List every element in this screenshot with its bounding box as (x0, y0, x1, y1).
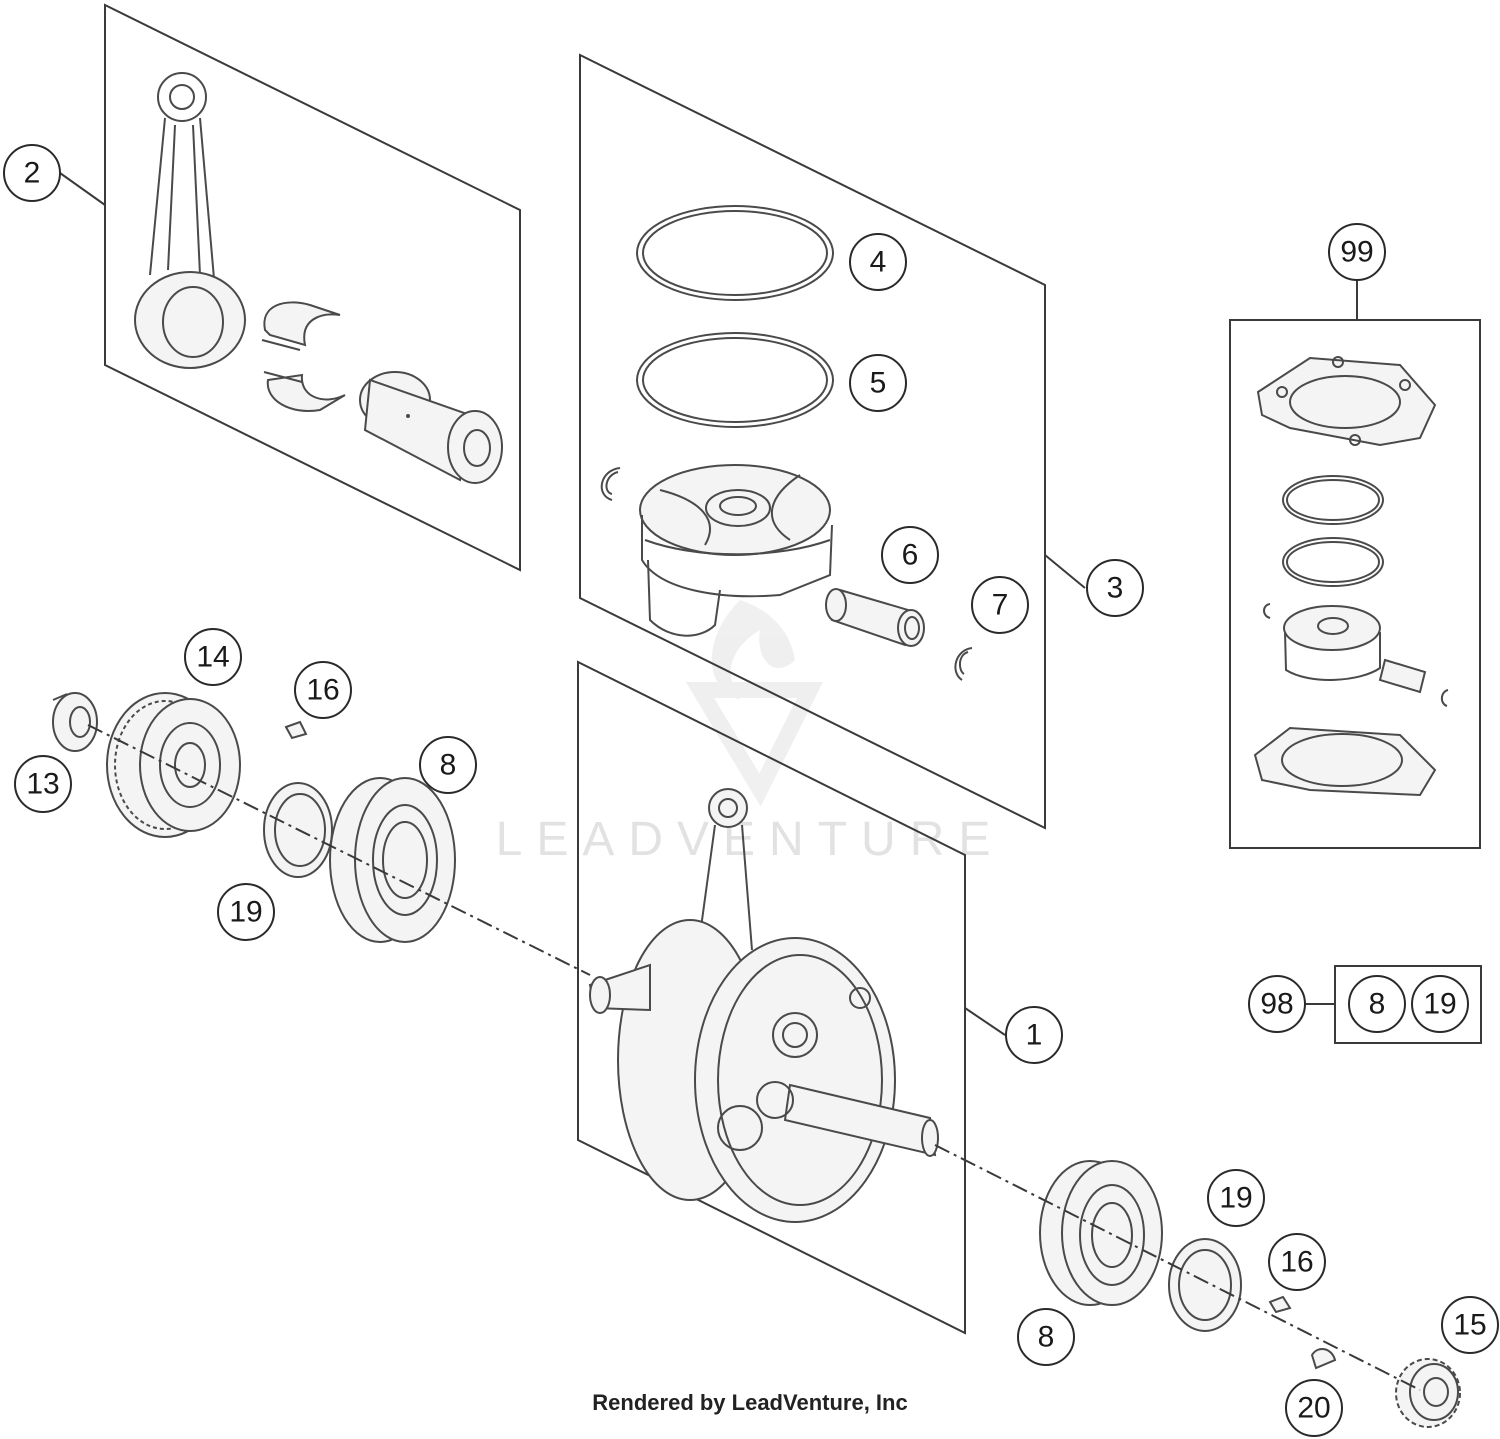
svg-text:8: 8 (1369, 988, 1386, 1021)
circlip-left-part (600, 467, 621, 501)
callout-19-left[interactable]: 19 (217, 883, 275, 941)
render-credit: Rendered by LeadVenture, Inc (592, 1390, 908, 1415)
shaft-seal-right-part (1168, 1238, 1242, 1332)
main-bearing-right-part (1039, 1160, 1163, 1306)
kit-piston-part (1263, 603, 1449, 707)
callout-13[interactable]: 13 (14, 755, 72, 813)
callout-98-item-8[interactable]: 8 (1348, 975, 1406, 1033)
callout-98[interactable]: 98 (1248, 975, 1306, 1033)
svg-text:14: 14 (196, 641, 229, 674)
crankshaft-part (588, 788, 939, 1223)
base-gasket-part (1253, 726, 1437, 797)
woodruff-key-left-part (284, 720, 308, 740)
kit-ring-top-part (1282, 475, 1384, 525)
panel-connecting-rod-kit (104, 3, 521, 572)
svg-text:16: 16 (306, 674, 339, 707)
callout-8-left[interactable]: 8 (419, 736, 477, 794)
kit-ring-second-part (1282, 537, 1384, 587)
piston-part (639, 464, 833, 637)
callout-19-right[interactable]: 19 (1207, 1169, 1265, 1227)
woodruff-key-right-part (1268, 1295, 1292, 1314)
piston-ring-second-part (636, 332, 834, 428)
svg-text:2: 2 (24, 157, 41, 190)
svg-text:8: 8 (1038, 1321, 1055, 1354)
panel-gasket-kit (1229, 319, 1481, 849)
svg-text:7: 7 (992, 589, 1009, 622)
svg-text:99: 99 (1340, 236, 1373, 269)
callout-5[interactable]: 5 (849, 354, 907, 412)
connecting-rod-part (134, 72, 246, 369)
piston-ring-top-part (636, 205, 834, 301)
svg-text:98: 98 (1260, 988, 1293, 1021)
svg-text:19: 19 (1219, 1182, 1252, 1215)
svg-text:5: 5 (870, 367, 887, 400)
watermark-logo (685, 600, 823, 807)
callout-8-right[interactable]: 8 (1017, 1308, 1075, 1366)
callout-7[interactable]: 7 (971, 576, 1029, 634)
svg-text:13: 13 (26, 768, 59, 801)
rod-pin-part (359, 371, 503, 484)
svg-text:3: 3 (1107, 572, 1124, 605)
svg-text:8: 8 (440, 749, 457, 782)
nut-part (52, 692, 98, 752)
timing-gear-part (1395, 1358, 1461, 1428)
watermark-text: LEADVENTURE (496, 813, 1005, 866)
svg-text:6: 6 (902, 539, 919, 572)
rod-bearing-part (261, 301, 346, 412)
callout-15[interactable]: 15 (1441, 1296, 1499, 1354)
callout-14[interactable]: 14 (184, 628, 242, 686)
callout-4[interactable]: 4 (849, 233, 907, 291)
piston-pin-part (825, 588, 925, 647)
svg-text:19: 19 (1423, 988, 1456, 1021)
callout-3[interactable]: 3 (1086, 559, 1144, 617)
callout-2[interactable]: 2 (3, 144, 61, 202)
panel-piston-kit (579, 53, 1046, 830)
callout-16-left[interactable]: 16 (294, 661, 352, 719)
callout-1[interactable]: 1 (1005, 1006, 1063, 1064)
crank-gear-part (106, 692, 241, 838)
svg-text:20: 20 (1297, 1392, 1330, 1425)
main-bearing-left-part (329, 777, 456, 943)
head-gasket-part (1256, 356, 1437, 447)
svg-text:1: 1 (1026, 1019, 1043, 1052)
woodruff-key-lower-part (1310, 1348, 1337, 1370)
circlip-right-part (954, 647, 973, 681)
callout-6[interactable]: 6 (881, 526, 939, 584)
callout-16-right[interactable]: 16 (1268, 1233, 1326, 1291)
svg-text:4: 4 (870, 246, 887, 279)
svg-text:16: 16 (1280, 1246, 1313, 1279)
callout-99[interactable]: 99 (1328, 223, 1386, 281)
panel-crankshaft (577, 660, 966, 1335)
svg-text:15: 15 (1453, 1309, 1486, 1342)
svg-text:19: 19 (229, 896, 262, 929)
callout-98-item-19[interactable]: 19 (1411, 975, 1469, 1033)
callout-20[interactable]: 20 (1285, 1379, 1343, 1437)
